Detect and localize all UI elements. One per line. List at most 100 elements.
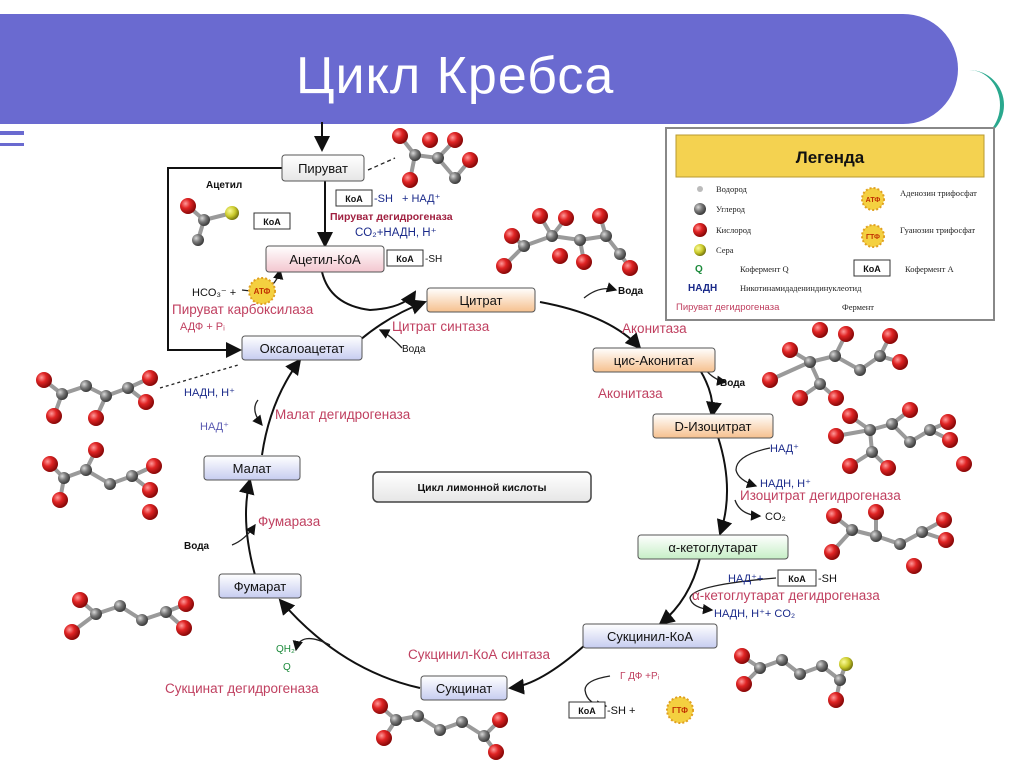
carbon-atom — [834, 674, 846, 686]
enzyme-akonitaza-1: Аконитаза — [622, 321, 687, 336]
carbon-atom — [794, 668, 806, 680]
oxygen-atom — [36, 372, 52, 388]
carbon-atom — [126, 470, 138, 482]
label-voda-4: Вода — [184, 541, 210, 552]
gtf-label: ГТФ — [672, 706, 688, 715]
legend-q-symbol: Q — [695, 264, 703, 275]
label-voda-1: Вода — [402, 344, 426, 355]
oxygen-atom — [180, 198, 196, 214]
enzyme-izocitrat-dg: Изоцитрат дегидрогеназа — [740, 488, 901, 503]
carbon-atom — [518, 240, 530, 252]
dashed-link — [159, 364, 239, 389]
oxygen-atom — [42, 456, 58, 472]
carbon-atom — [478, 730, 490, 742]
koa-box — [777, 569, 817, 587]
label-adf-p: АДФ + Pᵢ — [180, 321, 225, 333]
carbon-atom — [412, 710, 424, 722]
carbon-atom — [870, 530, 882, 542]
oxygen-atom — [72, 592, 88, 608]
atf-icon — [861, 187, 885, 211]
oxygen-atom — [46, 408, 62, 424]
label-alfa-ketoglutarat: α-кетоглутарат — [668, 540, 757, 555]
label-nad-2: НАД⁺+ — [728, 573, 763, 585]
carbon-atom — [58, 472, 70, 484]
label-suktsinat: Сукцинат — [436, 681, 492, 696]
oxygen-atom — [422, 132, 438, 148]
carbon-atom — [56, 388, 68, 400]
koa-box — [335, 189, 373, 207]
dashed-link — [367, 157, 396, 171]
label-sh: -SH — [818, 573, 837, 585]
enzyme-suktsinat-dg: Сукцинат дегидрогеназа — [165, 681, 319, 696]
box-cis-akonitat — [592, 347, 716, 373]
carbon-atom — [432, 152, 444, 164]
legend-nadh: Никотинамидадениндинуклеотид — [740, 283, 862, 293]
carbon-atom — [866, 446, 878, 458]
box-malat — [203, 455, 301, 481]
carbon-atom — [904, 436, 916, 448]
oxygen-atom — [532, 208, 548, 224]
label-citrat: Цитрат — [460, 293, 503, 308]
carbon-atom — [916, 526, 928, 538]
carbon-atom — [136, 614, 148, 626]
carbon-atom — [854, 364, 866, 376]
box-alfa-ketoglutarat — [637, 534, 789, 560]
legend-ferment-symbol: Пируват дегидрогеназа — [676, 302, 780, 313]
label-co2-1: CO₂ — [765, 511, 786, 523]
label-voda-3: Вода — [720, 378, 746, 389]
oxygen-atom — [372, 698, 388, 714]
carbon-atom — [80, 464, 92, 476]
koa-label: КоА — [345, 194, 363, 204]
label-piruvat: Пируват — [298, 161, 348, 176]
enzyme-piruvat-dg: Пируват дегидрогеназа — [330, 211, 453, 223]
koa-box — [853, 259, 891, 277]
molecule — [734, 648, 853, 708]
carbon-atom — [874, 350, 886, 362]
box-center-label — [372, 471, 592, 503]
carbon-atom — [776, 654, 788, 666]
enzyme-suktsinil-sintaza: Сукцинил-КоА синтаза — [408, 647, 550, 662]
gtf-icon — [666, 696, 694, 724]
decorative-line — [0, 131, 24, 135]
label-qh2: QH₂ — [276, 644, 295, 655]
carbon-atom — [804, 356, 816, 368]
oxygen-atom — [826, 508, 842, 524]
oxygen-atom — [552, 248, 568, 264]
koa-box — [568, 701, 606, 719]
molecule — [36, 370, 158, 426]
box-d-izocitrat — [652, 413, 774, 439]
legend-vodorod: Водород — [716, 184, 748, 194]
oxygen-atom — [178, 596, 194, 612]
molecule-models — [36, 128, 972, 760]
carbon-atom — [886, 418, 898, 430]
label-nad-1: НАД⁺ — [770, 443, 799, 455]
oxygen-atom — [462, 152, 478, 168]
box-oksaloacetat — [241, 335, 363, 361]
carbon-atom — [456, 716, 468, 728]
carbon-atom — [846, 524, 858, 536]
carbon-atom — [192, 234, 204, 246]
oxygen-icon — [693, 223, 707, 237]
oxygen-atom — [447, 132, 463, 148]
label-fumarat: Фумарат — [234, 579, 287, 594]
molecule — [496, 208, 638, 276]
label-sh-plus: -SH + — [607, 705, 635, 717]
label-gdf-p: Г ДФ +Pᵢ — [620, 671, 660, 682]
enzyme-labels: Пируват дегидрогеназа Цитрат синтаза Ако… — [165, 211, 901, 696]
oxygen-atom — [504, 228, 520, 244]
oxygen-atom — [842, 458, 858, 474]
oxygen-atom — [842, 408, 858, 424]
slide-title: Цикл Кребса — [296, 47, 615, 105]
sulfur-atom — [839, 657, 853, 671]
oxygen-atom — [838, 326, 854, 342]
carbon-atom — [600, 230, 612, 242]
oxygen-atom — [902, 402, 918, 418]
oxygen-atom — [402, 172, 418, 188]
oxygen-atom — [376, 730, 392, 746]
legend-title: Легенда — [796, 148, 865, 167]
oxygen-atom — [558, 210, 574, 226]
koa-box — [253, 212, 291, 230]
oxygen-atom — [88, 410, 104, 426]
label-co2-nadh: CO₂+НАДН, Н⁺ — [355, 227, 437, 239]
carbon-atom — [114, 600, 126, 612]
